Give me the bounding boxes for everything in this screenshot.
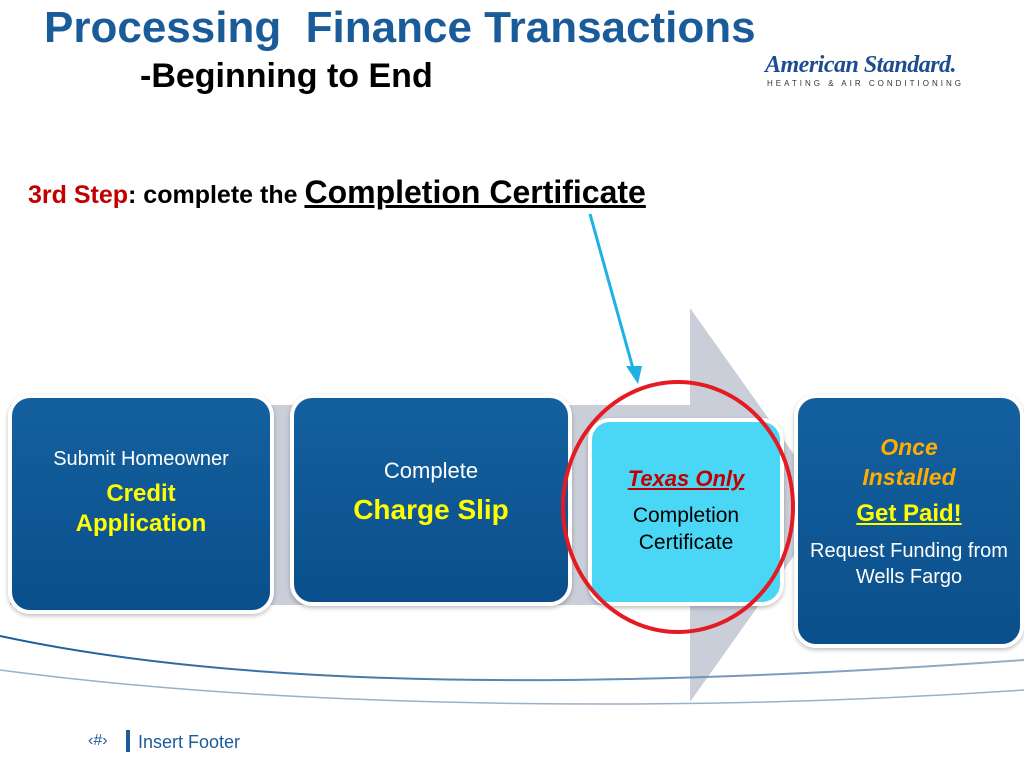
footer-divider (126, 730, 130, 752)
card-completion-certificate: Texas Only Completion Certificate (588, 418, 784, 606)
pointer-arrow-head (626, 366, 642, 384)
step-heading: 3rd Step: complete the Completion Certif… (28, 170, 646, 217)
logo-brand: American Standard. (765, 52, 957, 78)
completion-certificate-link[interactable]: Completion Certificate (304, 174, 646, 210)
card-4-line2: Get Paid! (856, 500, 962, 527)
card-2-line1: Complete (383, 458, 479, 483)
card-get-paid: Once Installed Get Paid! Request Funding… (794, 394, 1024, 648)
card-4-line3: Request Funding from Wells Fargo (810, 540, 1008, 588)
logo-tagline: HEATING & AIR CONDITIONING (767, 79, 964, 88)
slide-number: ‹#› (88, 732, 108, 749)
pointer-arrow-line (588, 213, 636, 373)
footer-text: Insert Footer (138, 732, 241, 752)
card-charge-slip: Complete Charge Slip (290, 394, 572, 606)
card-3-line2: Completion Certificate (632, 504, 740, 554)
card-credit-application: Submit Homeowner Credit Application (8, 394, 274, 614)
page-subtitle: -Beginning to End (140, 57, 433, 95)
card-1-line2: Credit Application (75, 480, 207, 537)
footer-swoosh-line-2 (0, 669, 1024, 705)
card-2-line2: Charge Slip (353, 494, 509, 525)
footer-swoosh-line (0, 635, 1024, 682)
american-standard-logo: American Standard. HEATING & AIR CONDITI… (765, 52, 965, 94)
step-text: : complete the (128, 181, 305, 209)
card-3-line1: Texas Only (627, 466, 745, 491)
card-4-line1: Once Installed (862, 434, 956, 490)
step-label: 3rd Step (28, 181, 129, 209)
page-title: Processing Finance Transactions (44, 3, 756, 52)
card-1-line1: Submit Homeowner (53, 448, 229, 470)
